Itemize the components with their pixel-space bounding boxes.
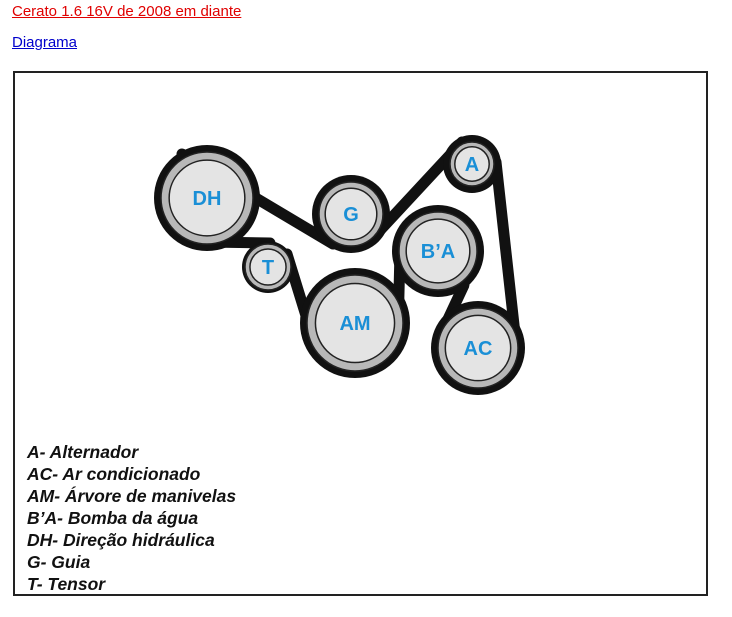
pulley-label: T (262, 257, 274, 279)
pulley-ac: AC (431, 301, 525, 395)
pulley-ba: B’A (392, 205, 484, 297)
pulley-face (405, 218, 471, 284)
pulley-label: G (343, 204, 359, 226)
pulley-face (249, 248, 287, 286)
pulley-label: B’A (421, 241, 455, 263)
title-link[interactable]: Cerato 1.6 16V de 2008 em diante (12, 3, 242, 20)
legend-item: T- Tensor (27, 574, 106, 594)
legend-item: AM- Árvore de manivelas (27, 486, 237, 506)
diagram-link[interactable]: Diagrama (12, 34, 78, 51)
pulley-label: AM (339, 313, 370, 335)
legend-item: A- Alternador (27, 442, 139, 462)
legend-item: DH- Direção hidráulica (27, 530, 215, 550)
legend-item: AC- Ar condicionado (27, 464, 201, 484)
pulley-face (454, 146, 490, 182)
legend-item: G- Guia (27, 552, 91, 572)
pulley-t: T (242, 241, 294, 293)
pulley-label: AC (464, 338, 493, 360)
pulley-face (444, 314, 512, 382)
pulley-label: A (465, 154, 479, 176)
pulley-g: G (312, 175, 390, 253)
pulley-face (324, 187, 378, 241)
belt-drawing: DH G A B’A T AM AC (154, 135, 525, 395)
pulley-am: AM (300, 268, 410, 378)
pulley-a: A (443, 135, 501, 193)
pulley-face (314, 282, 396, 364)
pulley-face (168, 159, 246, 237)
legend-item: B’A- Bomba da água (27, 508, 199, 528)
pulley-dh: DH (154, 145, 260, 251)
pulley-label: DH (193, 188, 222, 210)
